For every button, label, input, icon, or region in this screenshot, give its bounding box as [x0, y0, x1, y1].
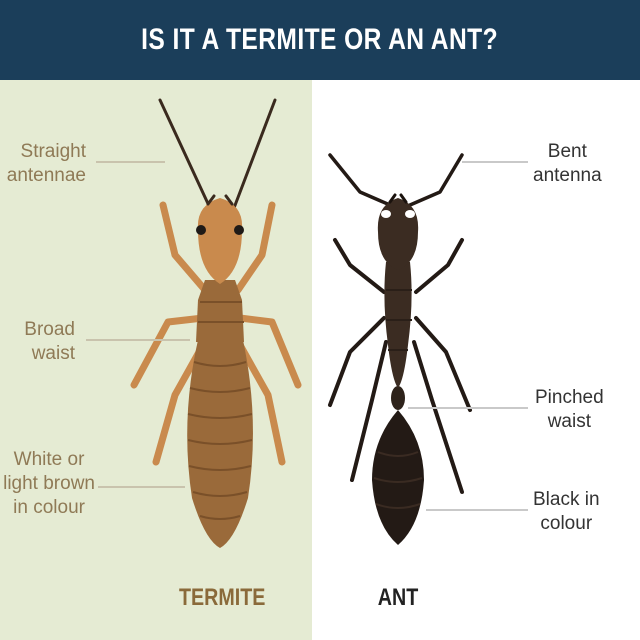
termite-mandibles: [206, 194, 234, 206]
termite-illustration: [130, 98, 302, 548]
callout-text-line: antenna: [533, 165, 602, 186]
callout-termite-colour: White or light brown in colour: [3, 448, 95, 520]
callout-text-line: waist: [31, 343, 75, 364]
termite-panel: [0, 80, 312, 640]
callout-text-line: waist: [547, 411, 591, 432]
callout-text-line: Broad: [24, 319, 75, 340]
ant-panel: [312, 80, 640, 640]
ant-thorax: [384, 262, 412, 388]
callout-straight-antennae: Straight antennae: [7, 140, 86, 188]
callout-text-line: Bent: [547, 141, 587, 162]
termite-thorax: [196, 280, 244, 342]
termite-label: TERMITE: [179, 584, 266, 611]
callout-text-line: light brown: [3, 473, 95, 494]
termite-head: [197, 198, 243, 284]
ant-label: ANT: [377, 584, 419, 611]
termite-eye-right: [234, 225, 244, 235]
ant-eye-left: [381, 210, 391, 218]
callout-pinched-waist: Pinched waist: [535, 386, 604, 434]
callout-text-line: in colour: [13, 497, 85, 518]
ant-leader-lines: [408, 161, 528, 511]
ant-thorax-bands: [386, 289, 412, 351]
callout-text-line: colour: [540, 513, 593, 534]
callout-text-line: White or: [13, 449, 85, 470]
termite-eye-left: [196, 225, 206, 235]
ant-gaster: [372, 410, 424, 545]
callout-text-line: Black in: [533, 489, 600, 510]
termite-legs: [130, 201, 302, 466]
page-title: IS IT A TERMITE OR AN ANT?: [141, 23, 499, 56]
callout-ant-colour: Black in colour: [533, 488, 600, 536]
callout-bent-antenna: Bent antenna: [533, 140, 602, 188]
ant-antennae: [328, 153, 464, 207]
callout-text-line: Pinched: [535, 387, 604, 408]
termite-thorax-bands: [198, 301, 244, 323]
title-banner: IS IT A TERMITE OR AN ANT?: [0, 0, 640, 80]
ant-mandibles: [388, 193, 408, 204]
termite-abdomen-bands: [187, 361, 253, 520]
callout-broad-waist: Broad waist: [24, 318, 75, 366]
callout-text-line: antennae: [6, 165, 86, 186]
ant-head: [377, 198, 419, 270]
ant-eye-right: [405, 210, 415, 218]
termite-leader-lines: [86, 161, 190, 488]
ant-gaster-bands: [373, 451, 423, 509]
ant-legs: [328, 238, 472, 494]
ant-illustration: [328, 153, 472, 545]
termite-antennae: [158, 98, 277, 210]
callout-text-line: Straight: [20, 141, 86, 162]
ant-petiole: [391, 386, 405, 410]
